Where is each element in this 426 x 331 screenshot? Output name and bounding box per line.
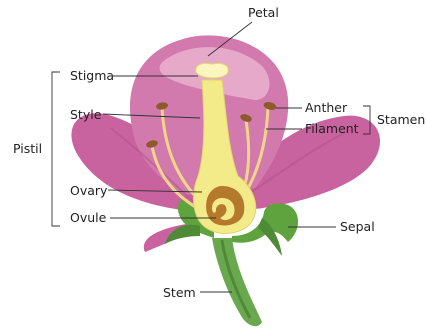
style-label: Style (70, 107, 102, 122)
ovary-label: Ovary (70, 183, 108, 198)
stem-label: Stem (163, 285, 196, 300)
pistil-label: Pistil (13, 141, 42, 156)
anther-label: Anther (305, 100, 348, 115)
stigma-label: Stigma (70, 68, 114, 83)
stigma-shape (196, 63, 229, 78)
stem-shape (212, 238, 262, 326)
petal-label: Petal (248, 5, 279, 20)
sepal-label: Sepal (340, 219, 375, 234)
filament-label: Filament (305, 121, 359, 136)
stamen-label: Stamen (377, 112, 425, 127)
pistil-bracket (52, 72, 60, 226)
ovule-label: Ovule (70, 210, 107, 225)
